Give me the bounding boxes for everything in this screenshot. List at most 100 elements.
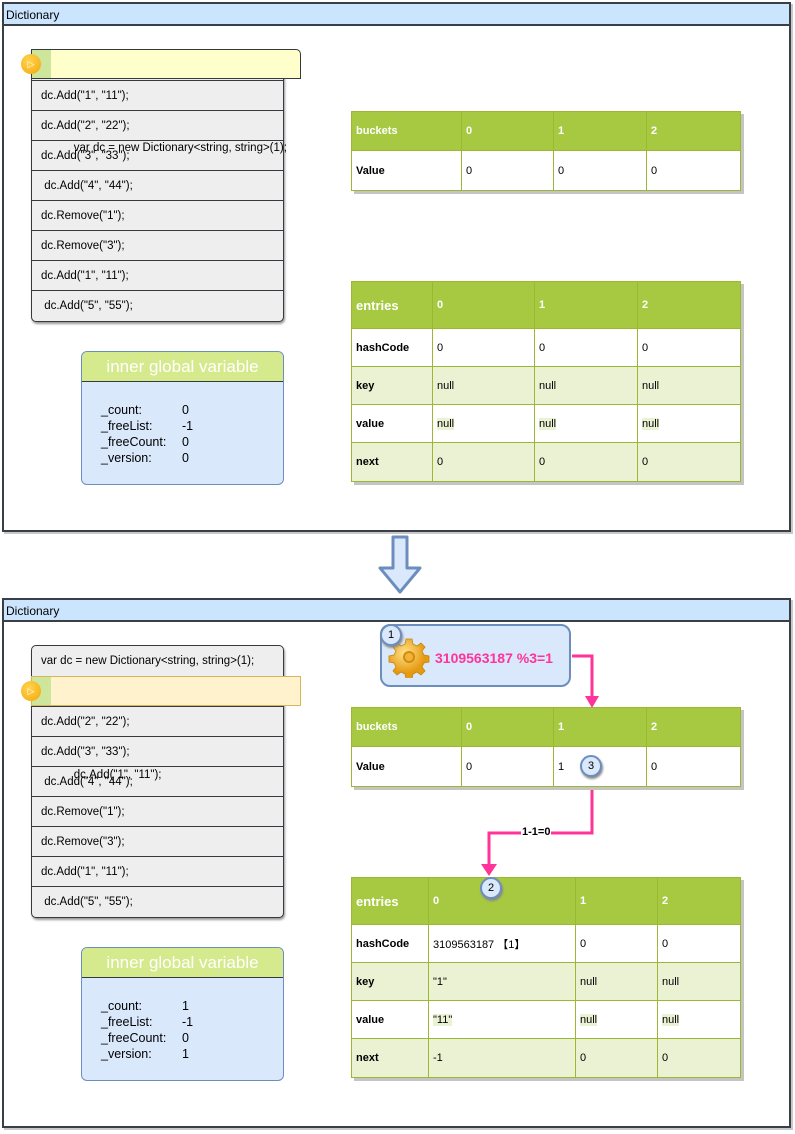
panel-title: Dictionary — [4, 600, 789, 622]
code-line[interactable]: dc.Add("2", "22"); — [32, 706, 283, 736]
entry-cell: null — [637, 404, 741, 443]
code-line[interactable]: dc.Add("1", "11"); — [32, 80, 283, 110]
entry-cell: null — [575, 1000, 658, 1039]
step-badge-1: 1 — [380, 624, 402, 646]
code-line[interactable]: dc.Add("4", "44"); — [32, 170, 283, 200]
entry-cell: null — [432, 404, 535, 443]
globals-name: _count: — [101, 999, 143, 1013]
entries-table: entries 0 1 2 hashCode 0 0 0 key null nu… — [351, 281, 741, 482]
code-line[interactable]: dc.Add("3", "33"); — [32, 736, 283, 766]
globals-value: 0 — [182, 1031, 189, 1045]
entries-header-cell: 1 — [575, 877, 658, 925]
gear-icon — [388, 638, 430, 678]
step-badge-2: 2 — [480, 877, 502, 899]
globals-row: _count:1 — [101, 998, 283, 1014]
entries-row-label: next — [351, 442, 433, 482]
code-line-active[interactable]: ▷ var dc = new Dictionary<string, string… — [21, 49, 301, 154]
entry-cell-text: null — [539, 417, 557, 430]
entries-row-label: next — [351, 1038, 429, 1078]
entry-cell: null — [432, 366, 535, 405]
code-list: ▷ var dc = new Dictionary<string, string… — [21, 49, 301, 322]
hash-calc-text: 3109563187 %3=1 — [435, 650, 553, 666]
entry-cell-text: null — [437, 417, 455, 430]
globals-row: _freeList: -1 — [101, 1014, 283, 1030]
globals-name: _version: — [101, 451, 152, 465]
code-line[interactable]: dc.Remove("3"); — [32, 826, 283, 856]
entry-cell-text: null — [642, 417, 660, 430]
code-line[interactable]: dc.Remove("1"); — [32, 200, 283, 230]
code-line[interactable]: dc.Remove("3"); — [32, 230, 283, 260]
buckets-table: buckets 0 1 2 Value 0 0 0 — [351, 111, 741, 191]
code-list: var dc = new Dictionary<string, string>(… — [21, 645, 301, 918]
globals-name: _freeList: — [101, 419, 153, 433]
code-line[interactable]: dc.Add("1", "11"); — [32, 260, 283, 290]
entries-row-label: hashCode — [351, 328, 433, 367]
step-badge-3: 3 — [580, 755, 602, 777]
entry-cell: null — [534, 404, 638, 443]
globals-row: _freeCount: 0 — [101, 434, 283, 450]
code-line-text: var dc = new Dictionary<string, string>(… — [73, 142, 287, 154]
code-line[interactable]: dc.Add("5", "55"); — [32, 290, 283, 320]
buckets-header-cell: 1 — [553, 707, 647, 747]
entries-header-cell: 2 — [637, 281, 741, 329]
globals-box: inner global variable _count:1 _freeList… — [81, 947, 284, 1081]
hash-calc-box: 3109563187 %3=1 — [380, 624, 571, 687]
entry-cell: 0 — [637, 442, 741, 482]
entries-header-cell: 1 — [534, 281, 638, 329]
bucket-value: 0 — [553, 150, 647, 191]
buckets-header-label: buckets — [351, 707, 462, 747]
entries-header-label: entries — [351, 281, 433, 329]
entry-cell: 0 — [657, 1038, 741, 1078]
entry-cell: null — [575, 962, 658, 1001]
entry-cell: 0 — [657, 924, 741, 963]
code-line[interactable]: var dc = new Dictionary<string, string>(… — [41, 655, 255, 667]
buckets-table: buckets 0 1 2 Value 0 1 0 — [351, 707, 741, 787]
entry-cell-text: null — [580, 1013, 598, 1026]
globals-value: 0 — [182, 435, 189, 449]
buckets-header-cell: 0 — [461, 111, 554, 151]
entry-cell: 0 — [575, 924, 658, 963]
globals-box: inner global variable _count:0 _freeList… — [81, 351, 284, 485]
code-line[interactable]: dc.Add("2", "22"); — [32, 110, 283, 140]
entry-cell: 0 — [534, 442, 638, 482]
panel-title: Dictionary — [4, 4, 789, 26]
entry-cell: 0 — [575, 1038, 658, 1078]
entry-cell: "11" — [428, 1000, 576, 1039]
buckets-row-label: Value — [351, 150, 462, 191]
buckets-header-cell: 1 — [553, 111, 647, 151]
bucket-value: 0 — [646, 746, 741, 787]
entry-cell: 0 — [534, 328, 638, 367]
entries-header-label: entries — [351, 877, 429, 925]
globals-row: _freeList:-1 — [101, 418, 283, 434]
buckets-header-cell: 0 — [461, 707, 554, 747]
code-line[interactable]: dc.Add("1", "11"); — [32, 856, 283, 886]
entries-row-label: value — [351, 404, 433, 443]
code-line[interactable]: dc.Add("5", "55"); — [32, 886, 283, 916]
buckets-row-label: Value — [351, 746, 462, 787]
entries-header-cell: 2 — [657, 877, 741, 925]
globals-value: 0 — [182, 451, 189, 465]
entry-cell: null — [657, 1000, 741, 1039]
entries-table: entries 0 1 2 hashCode 3109563187 【1】 0 … — [351, 877, 741, 1078]
globals-name: _version: — [101, 1047, 152, 1061]
down-arrow-icon — [378, 535, 422, 594]
globals-value: -1 — [182, 1015, 194, 1029]
globals-name: _freeCount: — [101, 435, 167, 449]
globals-name: _freeList: — [101, 1015, 153, 1029]
entries-row-label: key — [351, 962, 429, 1001]
bucket-value: 0 — [646, 150, 741, 191]
entry-cell: -1 — [428, 1038, 576, 1078]
entry-cell: "1" — [428, 962, 576, 1001]
entry-cell: null — [657, 962, 741, 1001]
entries-row-label: hashCode — [351, 924, 429, 963]
code-line[interactable]: dc.Add("3", "33"); — [32, 140, 283, 170]
code-line[interactable]: dc.Remove("1"); — [32, 796, 283, 826]
entry-cell: null — [534, 366, 638, 405]
globals-row: _count:0 — [101, 402, 283, 418]
code-line-active[interactable]: ▷ dc.Add("1", "11"); — [21, 676, 301, 781]
globals-title: inner global variable — [82, 352, 283, 382]
buckets-header-cell: 2 — [646, 707, 741, 747]
entry-cell: 0 — [432, 442, 535, 482]
entries-row-label: value — [351, 1000, 429, 1039]
code-line[interactable]: dc.Add("4", "44"); — [32, 766, 283, 796]
